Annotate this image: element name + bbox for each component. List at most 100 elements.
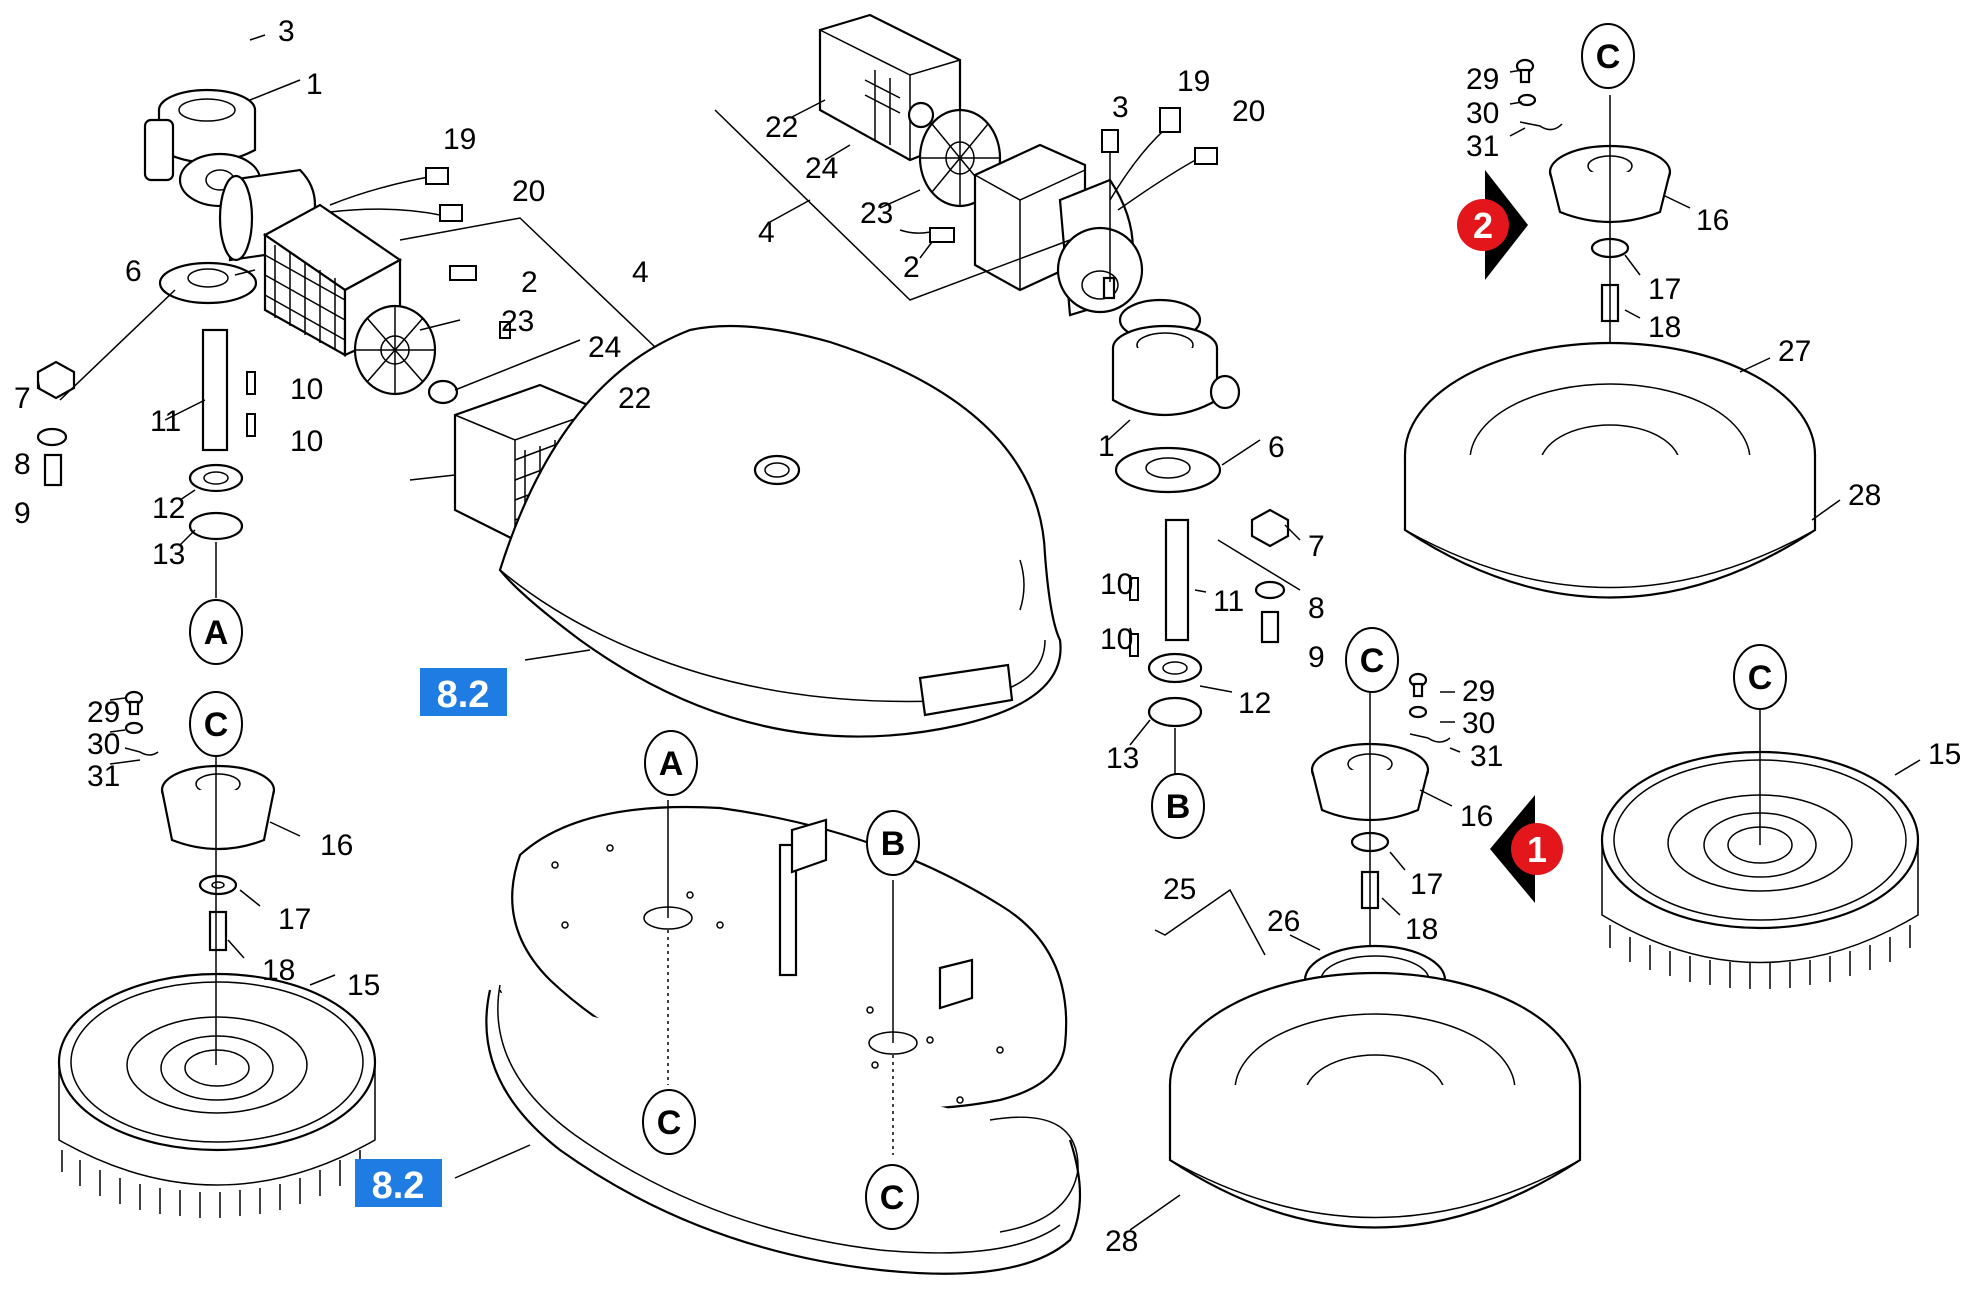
- part-number-tl-6: 6: [125, 255, 142, 288]
- motor-assembly-center: [714, 13, 1301, 775]
- part-number-bl-31: 31: [87, 760, 120, 793]
- part-number-rm-16: 16: [1460, 800, 1493, 833]
- pad-assembly-right: [1403, 58, 1841, 599]
- part-number-tl-19: 19: [443, 123, 476, 156]
- part-number-tr-30: 30: [1466, 97, 1499, 130]
- letter-tag-text: A: [659, 745, 684, 783]
- part-number-tl-4: 4: [632, 256, 649, 289]
- brush-assembly-left: [57, 690, 377, 1218]
- part-number-c-10a: 10: [1100, 568, 1133, 601]
- part-number-tl-10a: 10: [290, 373, 323, 406]
- part-number-c-7: 7: [1308, 530, 1325, 563]
- letter-tag-A-top: A: [189, 599, 243, 665]
- part-number-tr-31: 31: [1466, 130, 1499, 163]
- variant-marker-1: 1: [1490, 795, 1563, 903]
- part-number-bm-28: 28: [1105, 1225, 1138, 1258]
- letter-tag-C-bl: C: [189, 691, 243, 757]
- part-number-bl-30: 30: [87, 728, 120, 761]
- part-number-tl-24: 24: [588, 331, 621, 364]
- part-number-tc-24: 24: [805, 152, 838, 185]
- cover-shell: [498, 324, 1062, 738]
- part-number-tl-12: 12: [152, 492, 185, 525]
- brush-assembly-right: [1600, 706, 1921, 989]
- part-number-tl-22: 22: [618, 382, 651, 415]
- part-number-tr-18: 18: [1648, 311, 1681, 344]
- part-number-bl-29: 29: [87, 696, 120, 729]
- part-number-bm-26: 26: [1267, 905, 1300, 938]
- letter-tag-A-mid: A: [644, 730, 698, 796]
- part-number-tl-9: 9: [14, 497, 31, 530]
- part-number-rm-18: 18: [1405, 913, 1438, 946]
- letter-tag-text: C: [1360, 642, 1385, 680]
- part-number-rm-17: 17: [1410, 868, 1443, 901]
- part-number-bl-15: 15: [347, 969, 380, 1002]
- reference-box-bottom[interactable]: 8.2: [355, 1159, 442, 1207]
- part-number-bl-17: 17: [278, 903, 311, 936]
- part-number-rm-31: 31: [1470, 740, 1503, 773]
- variant-marker-2: 2: [1457, 170, 1528, 280]
- reference-box-top[interactable]: 8.2: [420, 668, 507, 716]
- part-number-c-9: 9: [1308, 641, 1325, 674]
- part-number-tc-2: 2: [903, 251, 920, 284]
- variant-marker-label: 1: [1527, 829, 1547, 870]
- part-number-tc-4: 4: [758, 216, 775, 249]
- letter-tag-B-mid: B: [866, 810, 920, 876]
- part-number-c-12: 12: [1238, 687, 1271, 720]
- part-number-c-8: 8: [1308, 592, 1325, 625]
- part-number-tl-20: 20: [512, 175, 545, 208]
- part-number-c-10b: 10: [1100, 623, 1133, 656]
- letter-tag-text: C: [657, 1104, 682, 1142]
- part-number-rr-15: 15: [1928, 738, 1961, 771]
- letter-tag-text: C: [1748, 659, 1773, 697]
- part-number-rm-29: 29: [1462, 675, 1495, 708]
- part-number-tc-23: 23: [860, 197, 893, 230]
- part-number-c-11: 11: [1213, 585, 1244, 618]
- part-number-tr-28: 28: [1848, 479, 1881, 512]
- letter-tag-C-tr: C: [1581, 23, 1635, 89]
- part-number-tl-1: 1: [306, 68, 323, 101]
- part-number-tc-19: 19: [1177, 65, 1210, 98]
- part-number-tr-16: 16: [1696, 204, 1729, 237]
- letter-tag-text: B: [881, 825, 906, 863]
- part-number-bm-25: 25: [1163, 873, 1196, 906]
- part-number-tl-2: 2: [521, 266, 538, 299]
- part-number-tl-23: 23: [501, 305, 534, 338]
- part-number-tr-17: 17: [1648, 273, 1681, 306]
- part-number-tl-11: 11: [150, 405, 181, 438]
- part-number-c-1: 1: [1098, 430, 1115, 463]
- letter-tag-text: A: [204, 614, 229, 652]
- reference-box-label: 8.2: [372, 1165, 425, 1207]
- letter-tag-text: B: [1166, 788, 1191, 826]
- motor-assembly-left: [36, 34, 702, 598]
- variant-marker-label: 2: [1473, 205, 1493, 246]
- part-number-tr-27: 27: [1778, 335, 1811, 368]
- part-number-tl-8: 8: [14, 448, 31, 481]
- base-plate: [454, 800, 1082, 1275]
- part-number-tl-7: 7: [14, 382, 31, 415]
- letter-tag-text: C: [1596, 38, 1621, 76]
- letter-tags: A A B B C C C C: [189, 23, 1787, 1230]
- part-number-tl-13: 13: [152, 538, 185, 571]
- part-number-tc-3: 3: [1112, 91, 1129, 124]
- letter-tag-text: C: [880, 1179, 905, 1217]
- letter-tag-C-plate1: C: [642, 1089, 696, 1155]
- letter-tag-text: C: [204, 706, 229, 744]
- part-number-bl-16: 16: [320, 829, 353, 862]
- part-number-tc-22: 22: [765, 111, 798, 144]
- part-number-c-6: 6: [1268, 431, 1285, 464]
- part-number-tl-10b: 10: [290, 425, 323, 458]
- part-number-c-13: 13: [1106, 742, 1139, 775]
- part-number-rm-30: 30: [1462, 707, 1495, 740]
- part-number-tc-20: 20: [1232, 95, 1265, 128]
- pad-assembly-center: [1129, 672, 1582, 1231]
- letter-tag-C-rr: C: [1733, 644, 1787, 710]
- part-number-bl-18: 18: [262, 954, 295, 987]
- part-number-tl-3: 3: [278, 15, 295, 48]
- letter-tag-C-plate2: C: [865, 1164, 919, 1230]
- letter-tag-C-mid: C: [1345, 627, 1399, 693]
- reference-box-label: 8.2: [437, 674, 490, 716]
- part-number-tr-29: 29: [1466, 63, 1499, 96]
- letter-tag-B-right: B: [1151, 773, 1205, 839]
